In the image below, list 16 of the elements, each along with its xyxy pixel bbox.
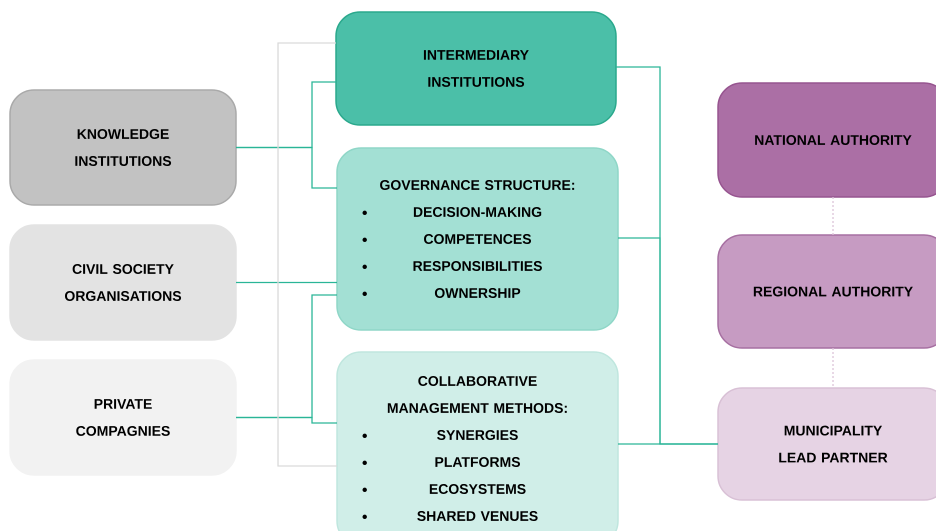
connector-line (832, 197, 834, 235)
bullet-list-box: COLLABORATIVE MANAGEMENT METHODS: SYNERGIES PLATFORMS ECOSYSTEMS SHARED VENUES (336, 351, 619, 531)
connector-line (618, 443, 718, 445)
rounded-box: KNOWLEDGE INSTITUTIONS (9, 89, 237, 206)
rounded-box: MUNICIPALITY LEAD PARTNER (717, 387, 936, 501)
connector-line (832, 348, 834, 388)
rounded-box: REGIONAL AUTHORITY (717, 234, 936, 349)
connector-line (236, 282, 337, 284)
connector-line (277, 42, 337, 467)
rounded-box: PRIVATE COMPAGNIES (9, 359, 237, 476)
connector-line (236, 146, 337, 189)
bullet-list-box: GOVERNANCE STRUCTURE: DECISION-MAKING COMPETENCES RESPONSIBILITIES OWNERSHIP (336, 147, 619, 331)
rounded-box: NATIONAL AUTHORITY (717, 82, 936, 198)
rounded-box: CIVIL SOCIETY ORGANISATIONS (9, 224, 237, 341)
connector-line (236, 416, 337, 424)
rounded-box: INTERMEDIARY INSTITUTIONS (335, 11, 617, 126)
